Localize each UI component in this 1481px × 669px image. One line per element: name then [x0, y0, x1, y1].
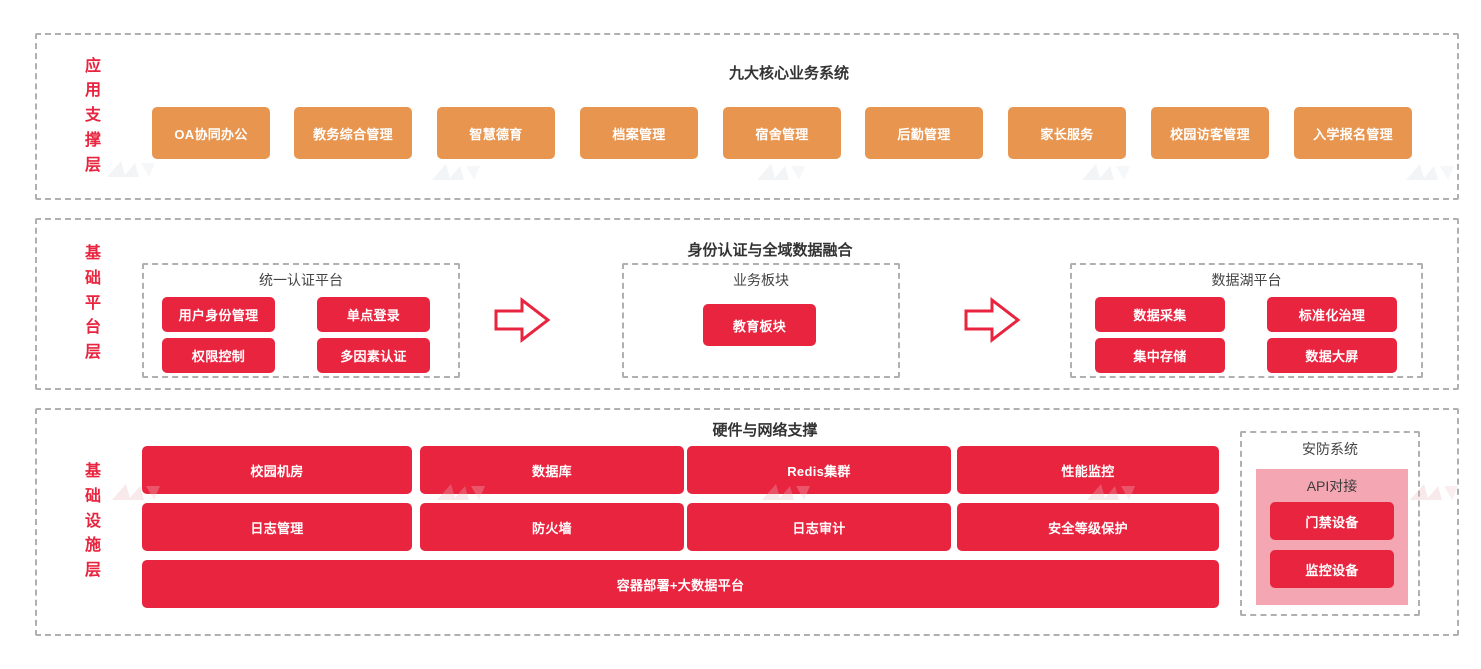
- infra-box-security-level-protection[interactable]: 安全等级保护: [957, 503, 1219, 551]
- layer-label-char: 基: [84, 463, 101, 480]
- app-box-logistics-management[interactable]: 后勤管理: [865, 107, 983, 159]
- group-title-security-system: 安防系统: [1302, 441, 1358, 457]
- lake-box-centralized-storage[interactable]: 集中存储: [1095, 338, 1225, 373]
- infra-box-redis-cluster[interactable]: Redis集群: [687, 446, 951, 494]
- layer-label-char: 施: [84, 537, 101, 555]
- group-title-business-sector: 业务板块: [733, 272, 789, 288]
- group-title-unified-auth-platform: 统一认证平台: [259, 272, 343, 288]
- layer-label-char: 基: [84, 245, 101, 262]
- layer-application-support: 应 用 支 撑 层 九大核心业务系统 OA协同办公 教务综合管理 智慧德育 档案…: [35, 33, 1459, 200]
- infra-box-container-bigdata-platform[interactable]: 容器部署+大数据平台: [142, 560, 1219, 608]
- auth-box-single-sign-on[interactable]: 单点登录: [317, 297, 430, 332]
- layer-infrastructure: 基 础 设 施 层 硬件与网络支撑 校园机房 数据库 Redis集群 性能监控 …: [35, 408, 1459, 636]
- app-box-campus-visitor-management[interactable]: 校园访客管理: [1151, 107, 1269, 159]
- group-business-sector: 业务板块 教育板块: [622, 263, 900, 378]
- auth-box-permission-control[interactable]: 权限控制: [162, 338, 275, 373]
- lake-box-standardized-governance[interactable]: 标准化治理: [1267, 297, 1397, 332]
- infra-box-performance-monitoring[interactable]: 性能监控: [957, 446, 1219, 494]
- section-title-hardware-network-support: 硬件与网络支撑: [712, 422, 818, 439]
- layer-label-char: 础: [84, 269, 101, 287]
- security-panel-title-api-docking: API对接: [1306, 478, 1358, 494]
- arrow-right-icon-1: [494, 296, 551, 344]
- app-box-smart-moral-education[interactable]: 智慧德育: [437, 107, 555, 159]
- layer-label-base-platform: 基 础 平 台 层: [37, 220, 149, 388]
- layer-label-char: 用: [84, 82, 101, 100]
- layer-label-char: 层: [84, 562, 101, 580]
- layer-base-platform: 基 础 平 台 层 身份认证与全域数据融合 统一认证平台 用户身份管理 单点登录…: [35, 218, 1459, 390]
- section-title-identity-and-data-fusion: 身份认证与全域数据融合: [687, 242, 853, 259]
- group-data-lake-platform: 数据湖平台 数据采集 标准化治理 集中存储 数据大屏: [1070, 263, 1423, 378]
- section-title-core-business-systems: 九大核心业务系统: [728, 65, 850, 82]
- group-title-data-lake-platform: 数据湖平台: [1211, 272, 1282, 288]
- arrow-right-icon-2: [964, 296, 1021, 344]
- layer-label-char: 平: [84, 294, 101, 312]
- lake-box-data-dashboard[interactable]: 数据大屏: [1267, 338, 1397, 373]
- layer-label-infrastructure: 基 础 设 施 层: [37, 410, 149, 634]
- layer-label-application-support: 应 用 支 撑 层: [37, 35, 149, 198]
- app-box-parent-service[interactable]: 家长服务: [1008, 107, 1126, 159]
- security-api-panel: API对接 门禁设备 监控设备: [1256, 469, 1408, 605]
- security-box-access-control-device[interactable]: 门禁设备: [1270, 502, 1394, 540]
- layer-label-char: 应: [84, 57, 101, 75]
- layer-label-char: 层: [84, 344, 101, 362]
- infra-box-campus-data-center[interactable]: 校园机房: [142, 446, 412, 494]
- infra-box-firewall[interactable]: 防火墙: [420, 503, 684, 551]
- auth-box-user-identity-management[interactable]: 用户身份管理: [162, 297, 275, 332]
- app-box-enrollment-management[interactable]: 入学报名管理: [1294, 107, 1412, 159]
- layer-label-char: 设: [84, 512, 101, 530]
- infra-box-log-audit[interactable]: 日志审计: [687, 503, 951, 551]
- group-unified-auth-platform: 统一认证平台 用户身份管理 单点登录 权限控制 多因素认证: [142, 263, 460, 378]
- infra-box-log-management[interactable]: 日志管理: [142, 503, 412, 551]
- app-box-dormitory-management[interactable]: 宿舍管理: [723, 107, 841, 159]
- app-box-academic-affairs[interactable]: 教务综合管理: [294, 107, 412, 159]
- layer-label-char: 撑: [84, 131, 101, 149]
- security-box-surveillance-device[interactable]: 监控设备: [1270, 550, 1394, 588]
- business-box-education-sector[interactable]: 教育板块: [703, 304, 816, 346]
- auth-box-multi-factor-auth[interactable]: 多因素认证: [317, 338, 430, 373]
- layer-label-char: 台: [84, 319, 101, 337]
- lake-box-data-collection[interactable]: 数据采集: [1095, 297, 1225, 332]
- layer-label-char: 支: [84, 107, 101, 125]
- layer-label-char: 层: [84, 156, 101, 174]
- app-box-oa-collaboration[interactable]: OA协同办公: [152, 107, 270, 159]
- layer-label-char: 础: [84, 487, 101, 505]
- app-box-archive-management[interactable]: 档案管理: [580, 107, 698, 159]
- group-security-system: 安防系统 API对接 门禁设备 监控设备: [1240, 431, 1420, 616]
- infra-box-database[interactable]: 数据库: [420, 446, 684, 494]
